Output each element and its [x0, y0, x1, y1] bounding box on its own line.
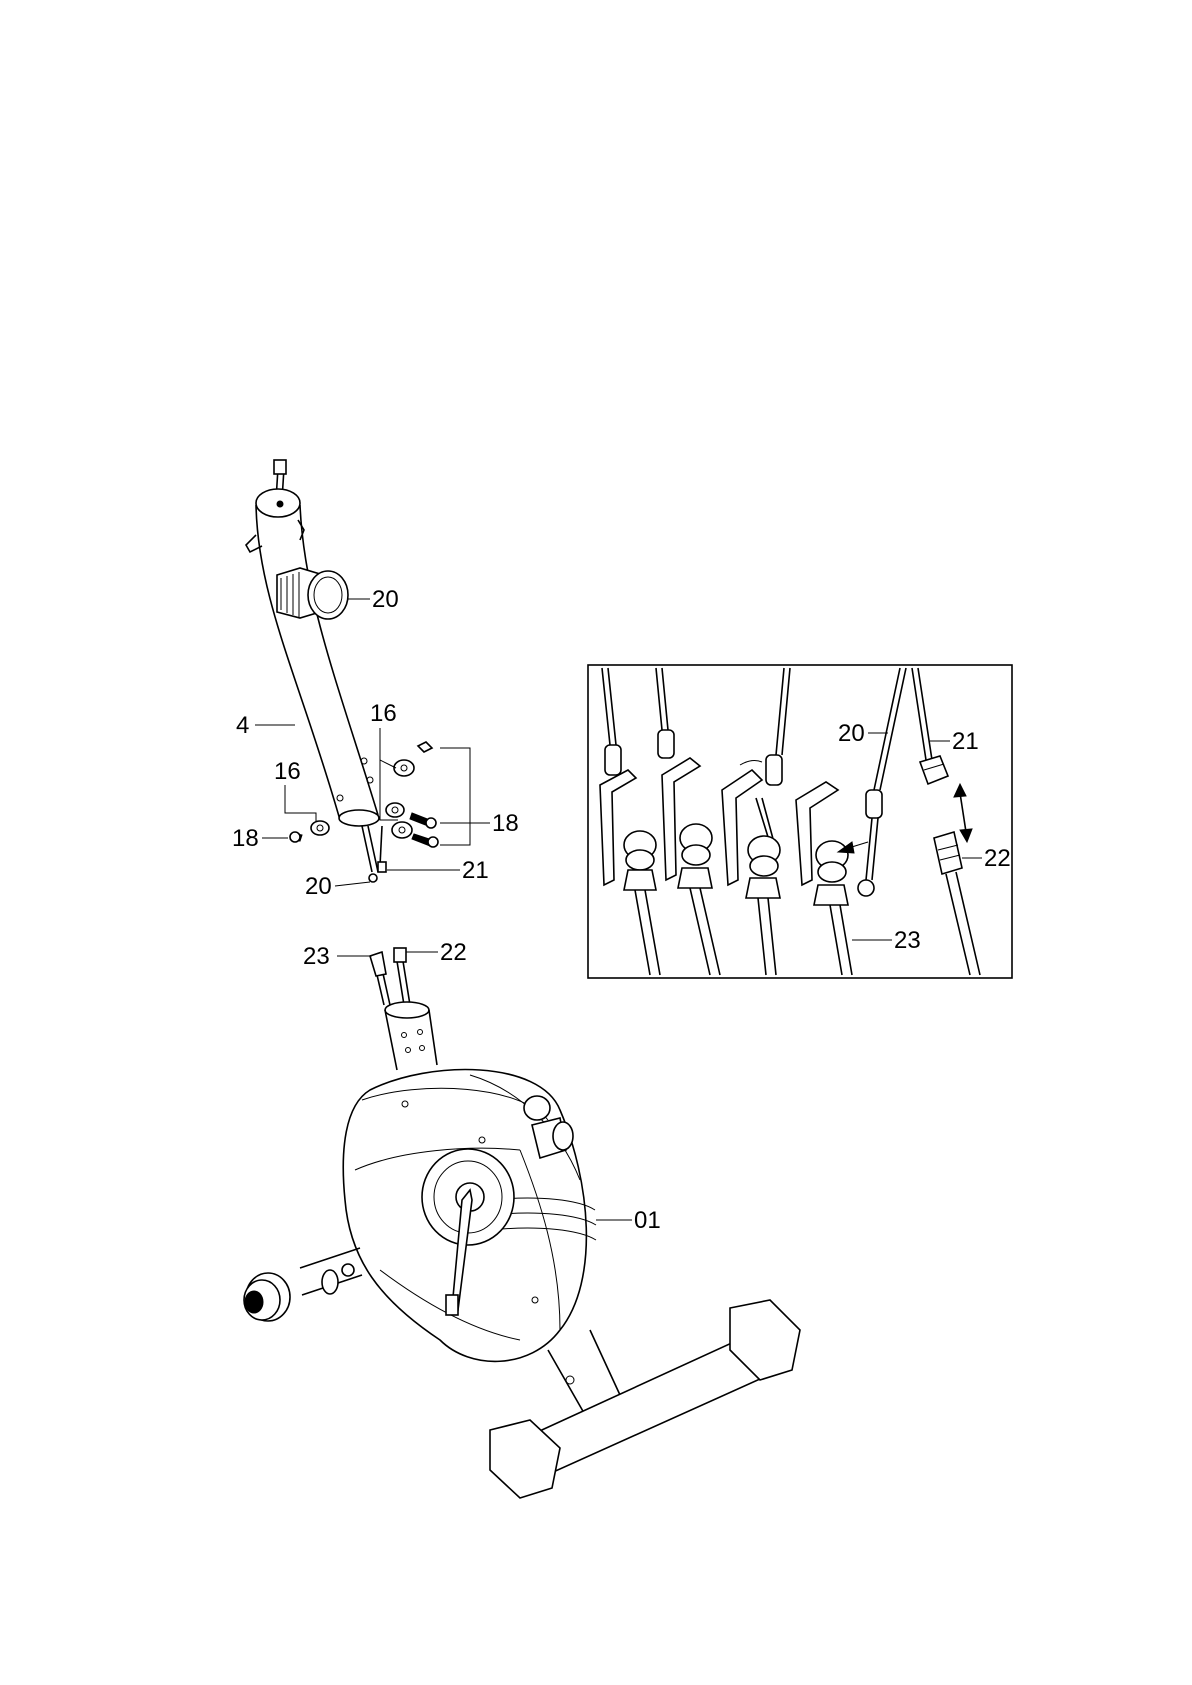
callout-cable-wire: 21: [462, 857, 489, 884]
tension-knob: [277, 568, 348, 619]
callout-post: 4: [236, 712, 249, 739]
callout-detail-connector-22: 22: [984, 845, 1011, 872]
callout-post-knob: 20: [372, 586, 399, 613]
callout-bolt-right: 18: [492, 810, 519, 837]
callout-base-cable: 23: [303, 943, 330, 970]
callout-washer-top: 16: [370, 700, 397, 727]
callout-detail-cable-20: 20: [838, 720, 865, 747]
callout-detail-cable-23: 23: [894, 927, 921, 954]
callout-frame: 01: [634, 1207, 661, 1234]
post-cables: [362, 826, 386, 882]
cable-stages: [600, 668, 980, 975]
callout-washer-left: 16: [274, 758, 301, 785]
seat-post: [246, 460, 379, 826]
callout-cable-end: 20: [305, 873, 332, 900]
callout-bolt-left: 18: [232, 825, 259, 852]
callout-base-connector: 22: [440, 939, 467, 966]
callout-detail-cable-21: 21: [952, 728, 979, 755]
bike-frame: [244, 948, 800, 1498]
cable-detail-box: 20 21 22 23: [588, 665, 1012, 978]
